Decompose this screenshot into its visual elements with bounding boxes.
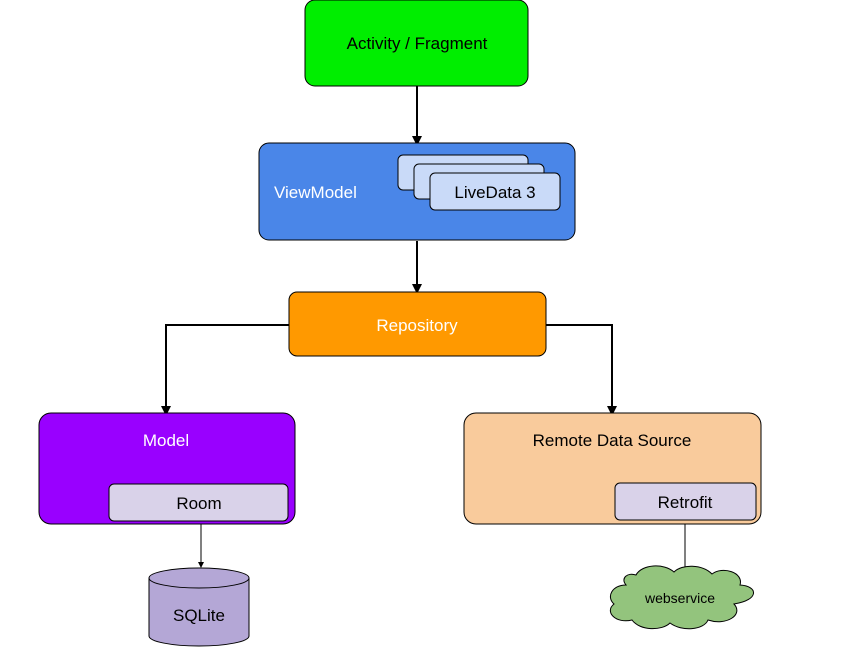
- retrofit-box: [614, 482, 757, 521]
- viewmodel-label: ViewModel: [274, 183, 357, 202]
- viewmodel-node: ViewModel LiveData 3: [258, 142, 576, 241]
- connectors: [161, 86, 688, 576]
- model-label: Model: [143, 431, 189, 450]
- activity-fragment-label: Activity / Fragment: [347, 34, 488, 53]
- webservice-cloud: webservice: [609, 565, 754, 630]
- repository-label: Repository: [376, 316, 458, 335]
- remote-data-source-label: Remote Data Source: [533, 431, 692, 450]
- repository-node: Repository: [288, 291, 547, 357]
- room-box: [108, 483, 289, 522]
- livedata-label: LiveData 3: [454, 183, 535, 202]
- model-node: Model Room: [38, 412, 296, 525]
- arrow-repository-to-remote: [546, 324, 617, 416]
- livedata-stack-front: [429, 172, 561, 211]
- retrofit-label: Retrofit: [658, 493, 713, 512]
- sqlite-label: SQLite: [173, 606, 225, 625]
- remote-data-source-node: Remote Data Source Retrofit: [463, 412, 762, 525]
- room-label: Room: [176, 494, 221, 513]
- activity-fragment-node: Activity / Fragment: [304, 0, 529, 87]
- webservice-label: webservice: [644, 590, 715, 606]
- sqlite-database: SQLite: [148, 567, 250, 647]
- arrow-repository-to-model: [161, 324, 289, 416]
